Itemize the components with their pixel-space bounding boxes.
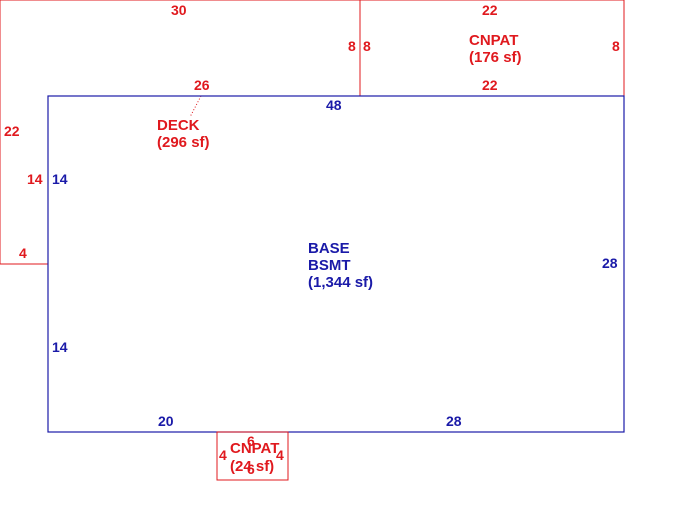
dim-base-right: 28 (602, 255, 618, 271)
dim-cnpat-small-bottom: 6 (247, 461, 255, 477)
deck-label: DECK (157, 117, 200, 134)
dim-base-left-upper: 14 (52, 171, 68, 187)
cnpat-top-label: CNPAT (469, 32, 518, 49)
dim-cnpat-top-bottom: 22 (482, 77, 498, 93)
dim-deck-bottom-stub: 4 (19, 245, 27, 261)
base-sublabel: BSMT (308, 257, 351, 274)
cnpat-top-outline (360, 0, 625, 96)
base-label: BASE (308, 240, 350, 257)
base-outline (47, 95, 625, 433)
cnpat-small-outline (216, 431, 289, 481)
deck-leader-line (189, 95, 202, 118)
cnpat-small-label: CNPAT (230, 440, 279, 457)
cnpat-small-area: (24 sf) (230, 458, 274, 475)
dim-deck-side-upper: 14 (27, 171, 43, 187)
dim-base-bottom-right: 28 (446, 413, 462, 429)
dim-deck-right: 8 (348, 38, 356, 54)
dim-cnpat-small-top: 6 (247, 433, 255, 449)
dim-base-top: 48 (326, 97, 342, 113)
cnpat-top-area: (176 sf) (469, 49, 522, 66)
dim-base-left-lower: 14 (52, 339, 68, 355)
dim-deck-bottom: 26 (194, 77, 210, 93)
dim-cnpat-small-left: 4 (219, 447, 227, 463)
dim-cnpat-top-left: 8 (363, 38, 371, 54)
deck-area: (296 sf) (157, 134, 210, 151)
dim-cnpat-top-top: 22 (482, 2, 498, 18)
dim-deck-left: 22 (4, 123, 20, 139)
dim-base-bottom-left: 20 (158, 413, 174, 429)
dim-cnpat-top-right: 8 (612, 38, 620, 54)
dim-deck-top: 30 (171, 2, 187, 18)
base-area: (1,344 sf) (308, 274, 373, 291)
dim-cnpat-small-right: 4 (276, 447, 284, 463)
